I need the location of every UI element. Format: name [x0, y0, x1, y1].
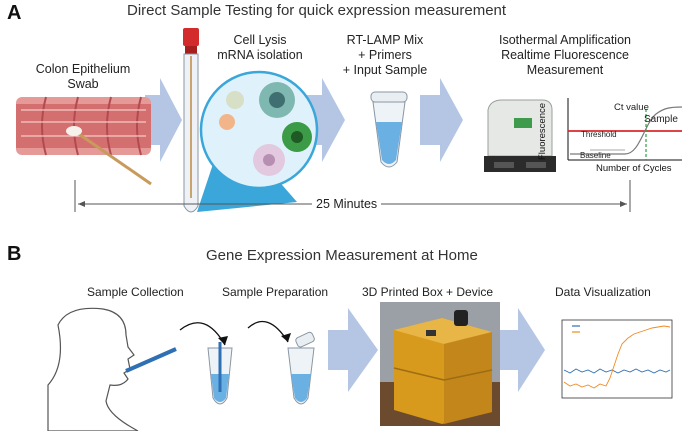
step-isothermal-label: Isothermal Amplification Realtime Fluore… — [475, 33, 655, 78]
panel-b-title: Gene Expression Measurement at Home — [206, 247, 478, 264]
plot-ct-value: Ct value — [614, 102, 649, 113]
step-collection-label: Sample Collection — [87, 285, 184, 299]
qpcr-machine-icon — [484, 99, 556, 172]
prep-tube-1-icon — [207, 342, 233, 405]
panel-b-letter: B — [7, 243, 22, 265]
sample-curve — [570, 106, 683, 155]
series-2-line — [563, 325, 671, 389]
panel-a-letter: A — [7, 2, 22, 24]
plot-threshold-label: Threshold — [581, 130, 617, 139]
step-isothermal-line1: Isothermal Amplification — [498, 33, 631, 47]
reaction-vial-icon — [370, 91, 408, 168]
duration-label: 25 Minutes — [312, 197, 382, 212]
panel-a-title: Direct Sample Testing for quick expressi… — [127, 2, 507, 19]
plot-xlabel: Number of Cycles — [596, 163, 672, 174]
cell-lysis-illustration — [197, 70, 319, 212]
step-lysis-line2: mRNA isolation — [217, 48, 303, 62]
data-visualization-chart — [561, 319, 673, 399]
series-1-line — [563, 368, 671, 374]
plot-baseline-label: Baseline — [580, 151, 611, 160]
plot-sample-label: Sample — [644, 114, 678, 125]
step-isothermal-line2: Realtime Fluorescence — [501, 48, 629, 62]
colon-epithelium-illustration — [16, 96, 152, 186]
step-swab-label: Colon Epithelium Swab — [22, 62, 144, 92]
step-rtlamp-label: RT-LAMP Mix + Primers + Input Sample — [330, 33, 440, 78]
device-photo — [380, 302, 500, 426]
step-rtlamp-line2: + Primers — [358, 48, 412, 62]
step-lysis-line1: Cell Lysis — [233, 33, 287, 47]
step-lysis-label: Cell Lysis mRNA isolation — [205, 33, 315, 63]
step-rtlamp-line1: RT-LAMP Mix — [346, 33, 424, 47]
amplification-plot — [567, 98, 683, 161]
sample-tube-icon — [183, 28, 199, 213]
prep-tube-2-icon — [287, 331, 315, 405]
step-preparation-label: Sample Preparation — [222, 285, 329, 299]
step-isothermal-line3: Measurement — [526, 63, 604, 77]
step-device-label: 3D Printed Box + Device — [362, 285, 494, 299]
step-visualization-label: Data Visualization — [555, 285, 651, 299]
person-swab-illustration — [47, 307, 177, 431]
step-swab-line1: Colon Epithelium — [35, 62, 131, 76]
step-rtlamp-line3: + Input Sample — [342, 63, 428, 77]
step-swab-line2: Swab — [67, 77, 99, 91]
